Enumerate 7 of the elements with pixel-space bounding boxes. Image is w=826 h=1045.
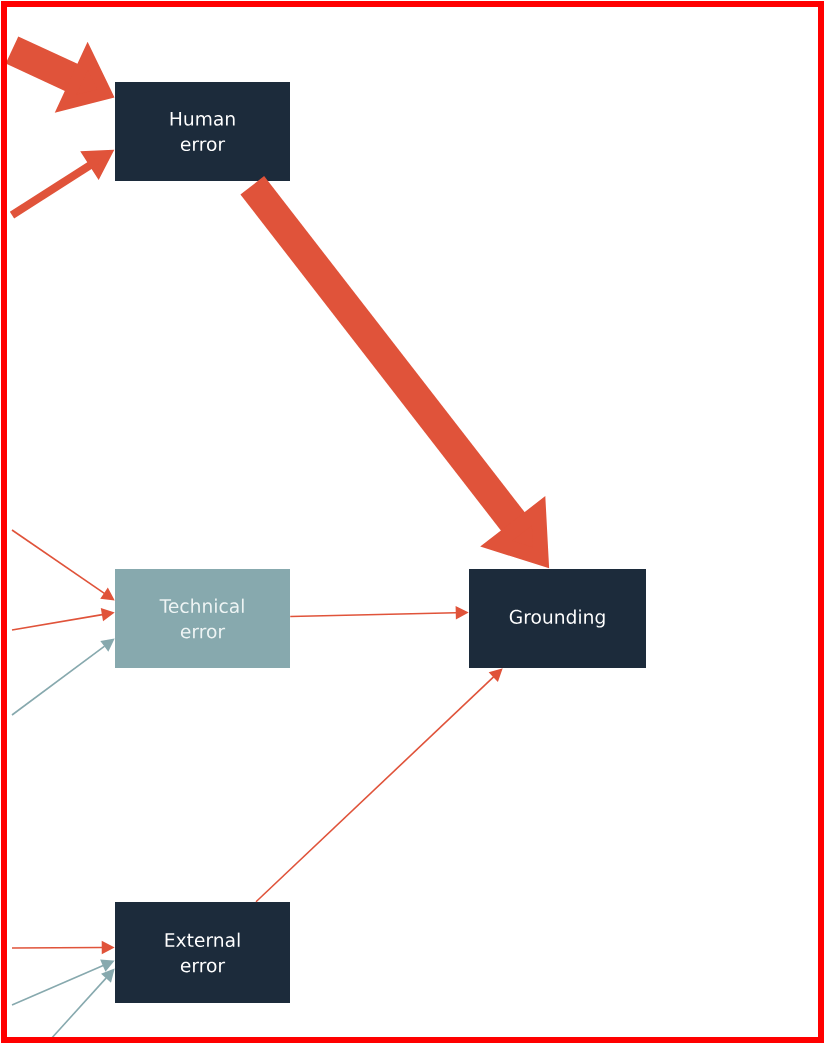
process-box: External error	[115, 902, 290, 1003]
arrow	[11, 529, 115, 601]
arrow	[11, 638, 115, 716]
process-box: Grounding	[469, 569, 646, 668]
process-box: Human error	[115, 82, 290, 181]
process-box: Technical error	[115, 569, 290, 668]
arrow	[255, 668, 503, 903]
